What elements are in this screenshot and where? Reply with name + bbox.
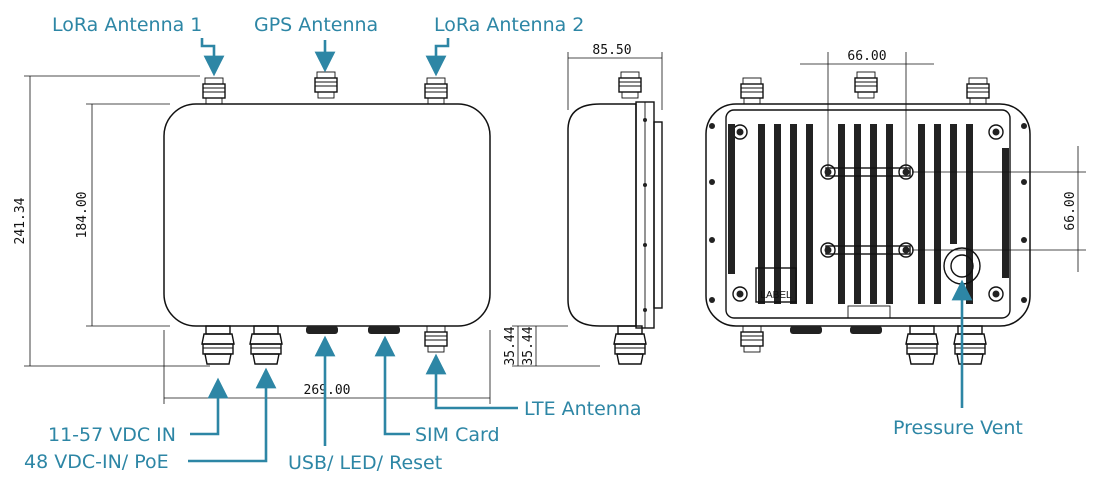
side-dimensions (512, 52, 663, 367)
callout-lora-antenna-2: LoRa Antenna 2 (434, 14, 584, 36)
rear-antenna-center (854, 71, 878, 99)
side-enclosure-front (567, 103, 637, 327)
callout-usb-led-reset: USB/ LED/ Reset (288, 452, 442, 474)
callout-lora-antenna-1: LoRa Antenna 1 (52, 14, 202, 36)
rear-antenna-left (740, 77, 764, 105)
label-plate (755, 267, 797, 303)
bottom-dimension-label-2: 35.44 (521, 326, 536, 365)
rear-view: LABEL (705, 71, 1031, 365)
callout-sim-card: SIM Card (415, 424, 500, 446)
height-dimension-label: 241.34 (13, 197, 28, 244)
callout-leaders (188, 38, 973, 463)
front-view (163, 71, 491, 365)
lora-antenna-1-connector (202, 77, 226, 105)
depth-dimension-label: 85.50 (592, 43, 631, 58)
callout-dc-power-in: 11-57 VDC IN (48, 424, 176, 446)
top-pitch-dimension-label: 66.00 (847, 49, 886, 64)
side-pitch-dimension-label: 66.00 (1063, 191, 1078, 230)
body-height-dimension-label: 184.00 (75, 192, 90, 239)
dc-power-gland (201, 325, 235, 365)
side-view (567, 71, 663, 365)
lte-antenna-connector (424, 325, 448, 353)
heat-sink-ribs (728, 124, 1009, 304)
lora-antenna-2-connector (424, 77, 448, 105)
sim-card-port (368, 326, 400, 334)
side-bottom-gland (613, 325, 647, 365)
callout-lte-antenna: LTE Antenna (524, 398, 642, 420)
front-enclosure (163, 103, 491, 327)
callout-gps-antenna: GPS Antenna (254, 14, 378, 36)
poe-gland (249, 325, 283, 365)
usb-led-reset-port (306, 326, 338, 334)
label-plate-text: LABEL (760, 290, 792, 301)
rear-antenna-right (966, 77, 990, 105)
callout-poe-in: 48 VDC-IN/ PoE (24, 451, 169, 473)
width-dimension-label: 269.00 (304, 383, 351, 398)
side-top-antenna (618, 71, 642, 99)
rear-dimensions (800, 52, 1086, 272)
callout-pressure-vent: Pressure Vent (893, 417, 1023, 439)
gps-antenna-connector (314, 71, 338, 99)
bottom-dimension-label-1: 35.44 (503, 326, 518, 365)
rear-enclosure (705, 103, 1031, 327)
